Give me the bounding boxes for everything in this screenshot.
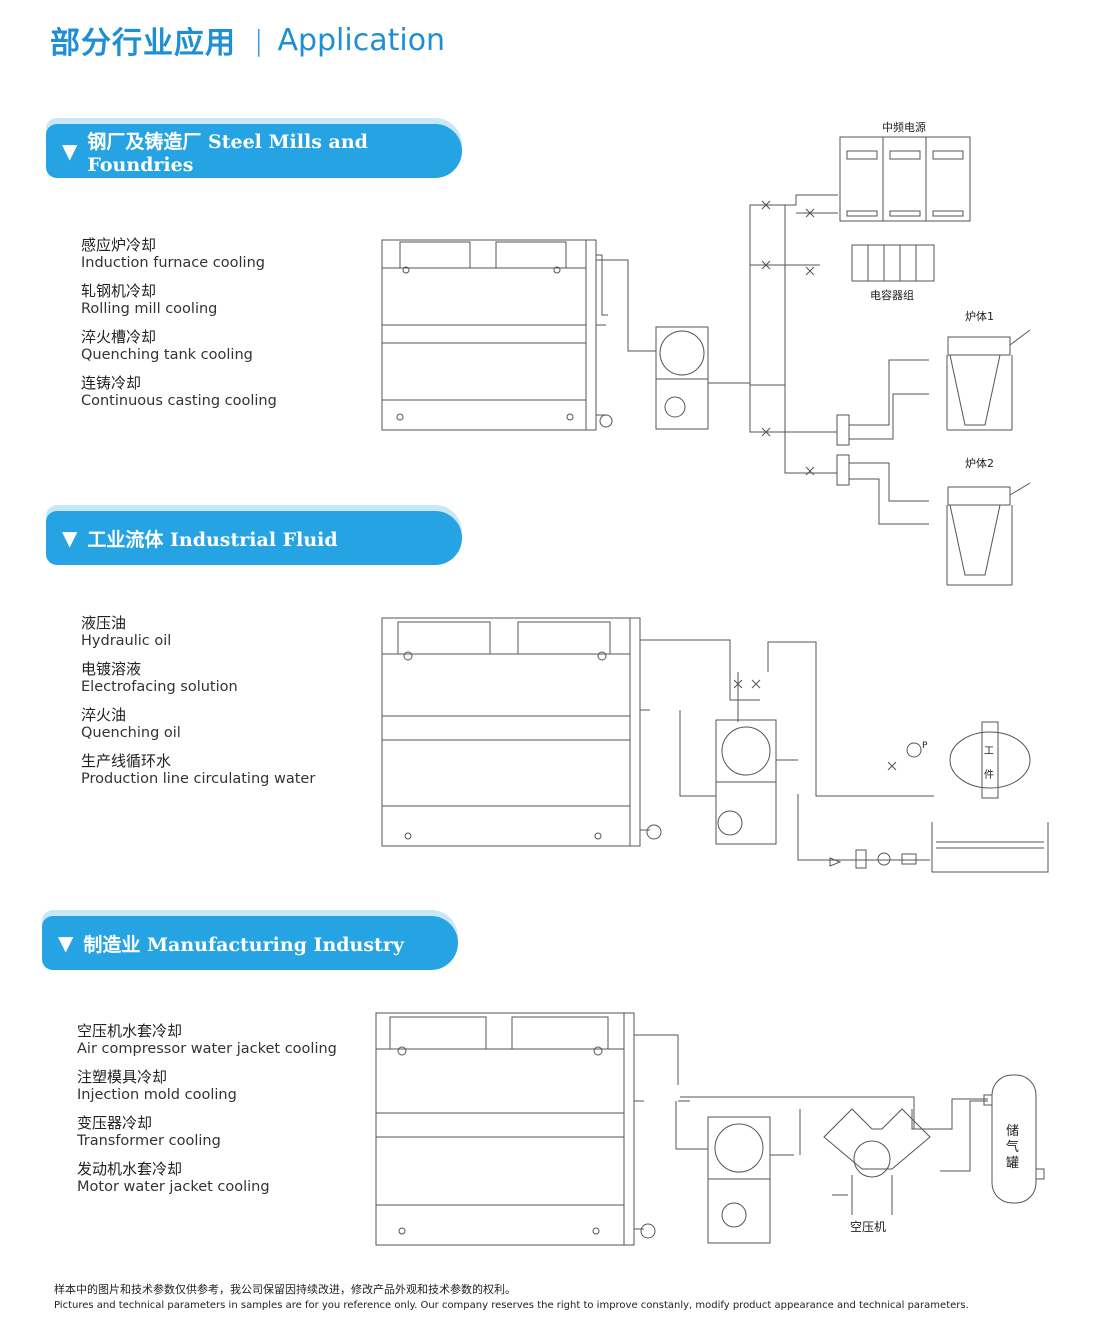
section-banner-manufacturing: ▼ 制造业 Manufacturing Industry	[42, 916, 458, 970]
furnace-1-label: 炉体1	[965, 309, 994, 323]
section-banner-fluid: ▼ 工业流体 Industrial Fluid	[46, 511, 462, 565]
air-compressor-label: 空压机	[850, 1220, 886, 1234]
industrial-fluid-diagram: P 工 件	[381, 617, 1049, 873]
pressure-gauge-label: P	[922, 741, 928, 751]
triangle-down-icon: ▼	[58, 931, 74, 955]
page-title-en: Application	[277, 22, 446, 58]
tank-char-b: 气	[1006, 1139, 1019, 1155]
capacitor-bank-label: 电容器组	[870, 288, 914, 302]
power-supply-label: 中频电源	[882, 120, 926, 134]
workpiece-char-b: 件	[984, 769, 994, 781]
triangle-down-icon: ▼	[62, 139, 78, 163]
footer-note-cn: 样本中的图片和技术参数仅供参考，我公司保留因持续改进，修改产品外观和技术参数的权…	[54, 1283, 516, 1296]
footer-note: 样本中的图片和技术参数仅供参考，我公司保留因持续改进，修改产品外观和技术参数的权…	[54, 1282, 1054, 1314]
section-banner-steel: ▼ 钢厂及铸造厂 Steel Mills and Foundries	[46, 124, 462, 178]
furnace-2-label: 炉体2	[965, 456, 994, 470]
tank-char-c: 罐	[1006, 1156, 1019, 1171]
steel-mill-diagram: 中频电源 电容器组 炉体1 炉体2	[381, 120, 1031, 586]
page-title-cn: 部分行业应用	[50, 26, 236, 61]
triangle-down-icon: ▼	[62, 526, 78, 550]
workpiece-char-a: 工	[984, 746, 994, 757]
page-title: 部分行业应用 | Application	[50, 18, 445, 62]
footer-note-en: Pictures and technical parameters in sam…	[54, 1300, 969, 1311]
section-title: 钢厂及铸造厂 Steel Mills and Foundries	[87, 130, 368, 176]
section-title: 工业流体 Industrial Fluid	[87, 528, 338, 551]
manufacturing-diagram: 空压机 储 气 罐	[375, 1012, 1045, 1246]
tank-char-a: 储	[1006, 1124, 1019, 1139]
section-title: 制造业 Manufacturing Industry	[83, 933, 404, 956]
title-separator: |	[254, 23, 264, 57]
